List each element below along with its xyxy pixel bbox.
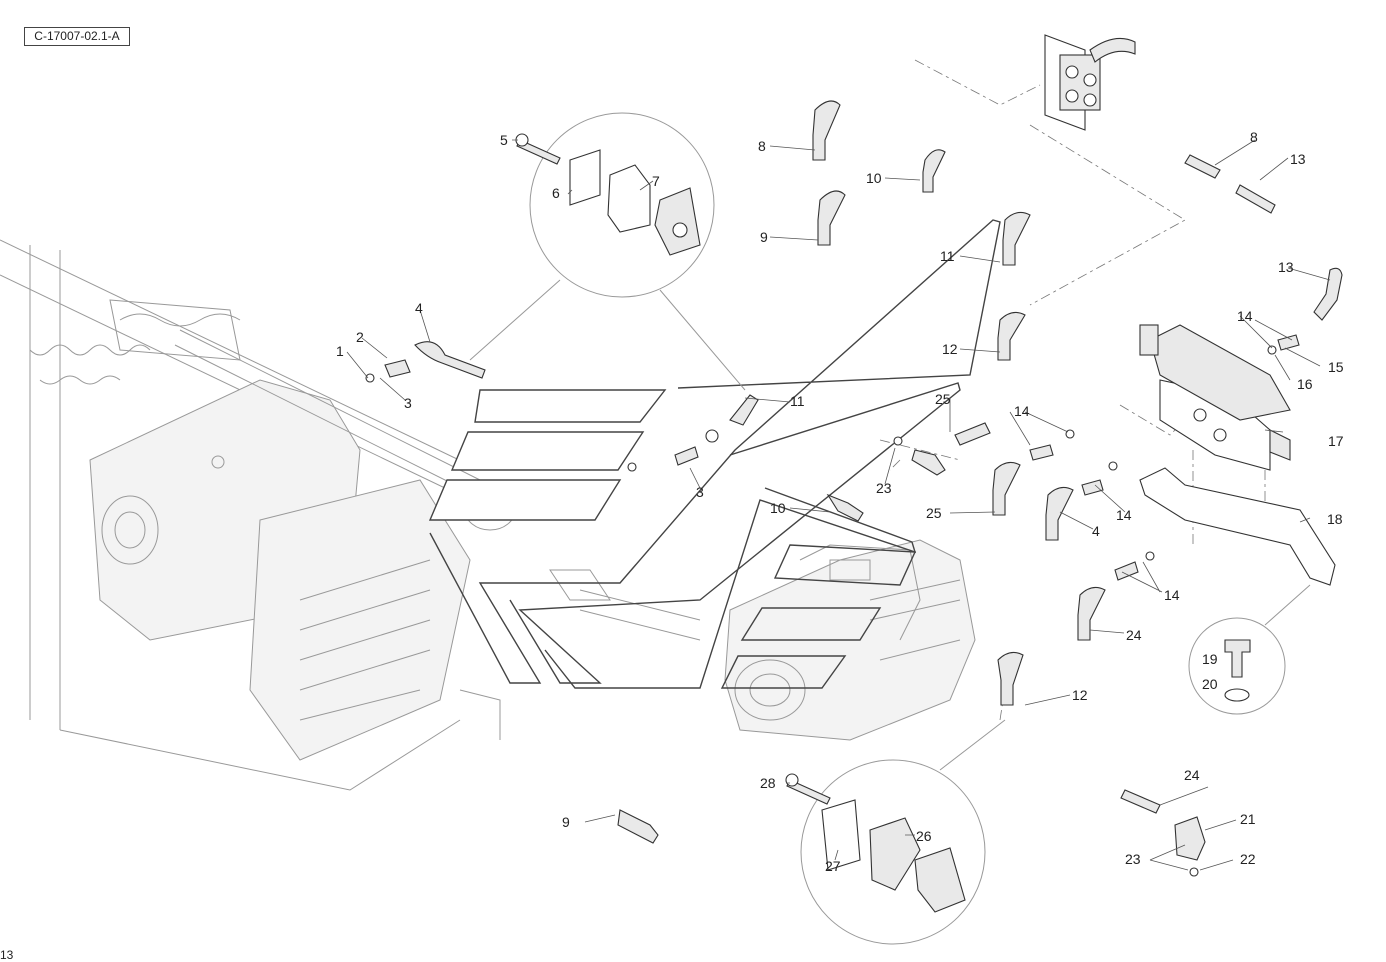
callout-3: 3 <box>696 484 704 500</box>
drawing-reference-box: C-17007-02.1-A <box>24 27 130 46</box>
callout-24: 24 <box>1126 627 1142 643</box>
zone-outline-6 <box>544 487 917 689</box>
callout-25: 25 <box>935 391 951 407</box>
callout-11: 11 <box>940 248 955 264</box>
callout-2: 2 <box>356 329 364 345</box>
callout-26: 26 <box>916 828 932 844</box>
callout-28: 28 <box>760 775 776 791</box>
callout-23: 23 <box>876 480 892 496</box>
zone-outline-3 <box>428 479 622 521</box>
callout-4: 4 <box>1092 523 1100 539</box>
callout-24: 24 <box>1184 767 1200 783</box>
detail-circle-clamp-upper <box>529 112 715 298</box>
callout-5: 5 <box>500 132 508 148</box>
callout-12: 12 <box>1072 687 1088 703</box>
callout-1: 1 <box>336 343 344 359</box>
callout-14: 14 <box>1116 507 1132 523</box>
leader-lines <box>346 139 1331 871</box>
detail-circle-bolt-washer <box>1188 617 1286 715</box>
callout-14: 14 <box>1014 403 1030 419</box>
zone-outline-2 <box>450 431 645 471</box>
control-valve-assembly <box>1139 324 1336 586</box>
callout-13: 13 <box>1278 259 1294 275</box>
detail-circles <box>469 112 1311 945</box>
valve-block-top <box>1044 34 1136 131</box>
zone-outline-4 <box>429 219 1001 684</box>
callout-18: 18 <box>1327 511 1343 527</box>
callout-15: 15 <box>1328 359 1344 375</box>
machine-frame-ghost <box>0 239 701 791</box>
hose-fittings <box>365 100 1343 913</box>
callout-20: 20 <box>1202 676 1218 692</box>
callout-16: 16 <box>1297 376 1313 392</box>
callout-6: 6 <box>552 185 560 201</box>
callout-12: 12 <box>942 341 958 357</box>
corner-page-number: 13 <box>0 948 14 962</box>
callout-11: 11 <box>790 393 805 409</box>
zone-outline-8 <box>740 607 882 641</box>
callout-9: 9 <box>760 229 768 245</box>
callout-27: 27 <box>825 858 841 874</box>
callout-23: 23 <box>1125 851 1141 867</box>
callout-9: 9 <box>562 814 570 830</box>
callout-3: 3 <box>404 395 412 411</box>
callout-4: 4 <box>415 300 423 316</box>
zone-outline-9 <box>720 655 847 689</box>
zone-outlines <box>428 219 1001 689</box>
callout-21: 21 <box>1240 811 1256 827</box>
callout-19: 19 <box>1202 651 1218 667</box>
callout-10: 10 <box>770 500 786 516</box>
zone-outline-5 <box>509 382 961 684</box>
callout-13: 13 <box>1290 151 1306 167</box>
callout-17: 17 <box>1328 433 1344 449</box>
callout-10: 10 <box>866 170 882 186</box>
callout-8: 8 <box>1250 129 1258 145</box>
zone-outline-1 <box>474 389 667 423</box>
zone-outline-7 <box>773 544 917 586</box>
callout-8: 8 <box>758 138 766 154</box>
callout-25: 25 <box>926 505 942 521</box>
detail-circle-clamp-lower <box>800 759 986 945</box>
callout-14: 14 <box>1237 308 1253 324</box>
callout-7: 7 <box>652 173 660 189</box>
callout-labels: 1 2 3 3 4 4 5 6 7 8 8 9 9 10 10 11 11 12… <box>336 129 1344 874</box>
callout-14: 14 <box>1164 587 1180 603</box>
callout-22: 22 <box>1240 851 1256 867</box>
